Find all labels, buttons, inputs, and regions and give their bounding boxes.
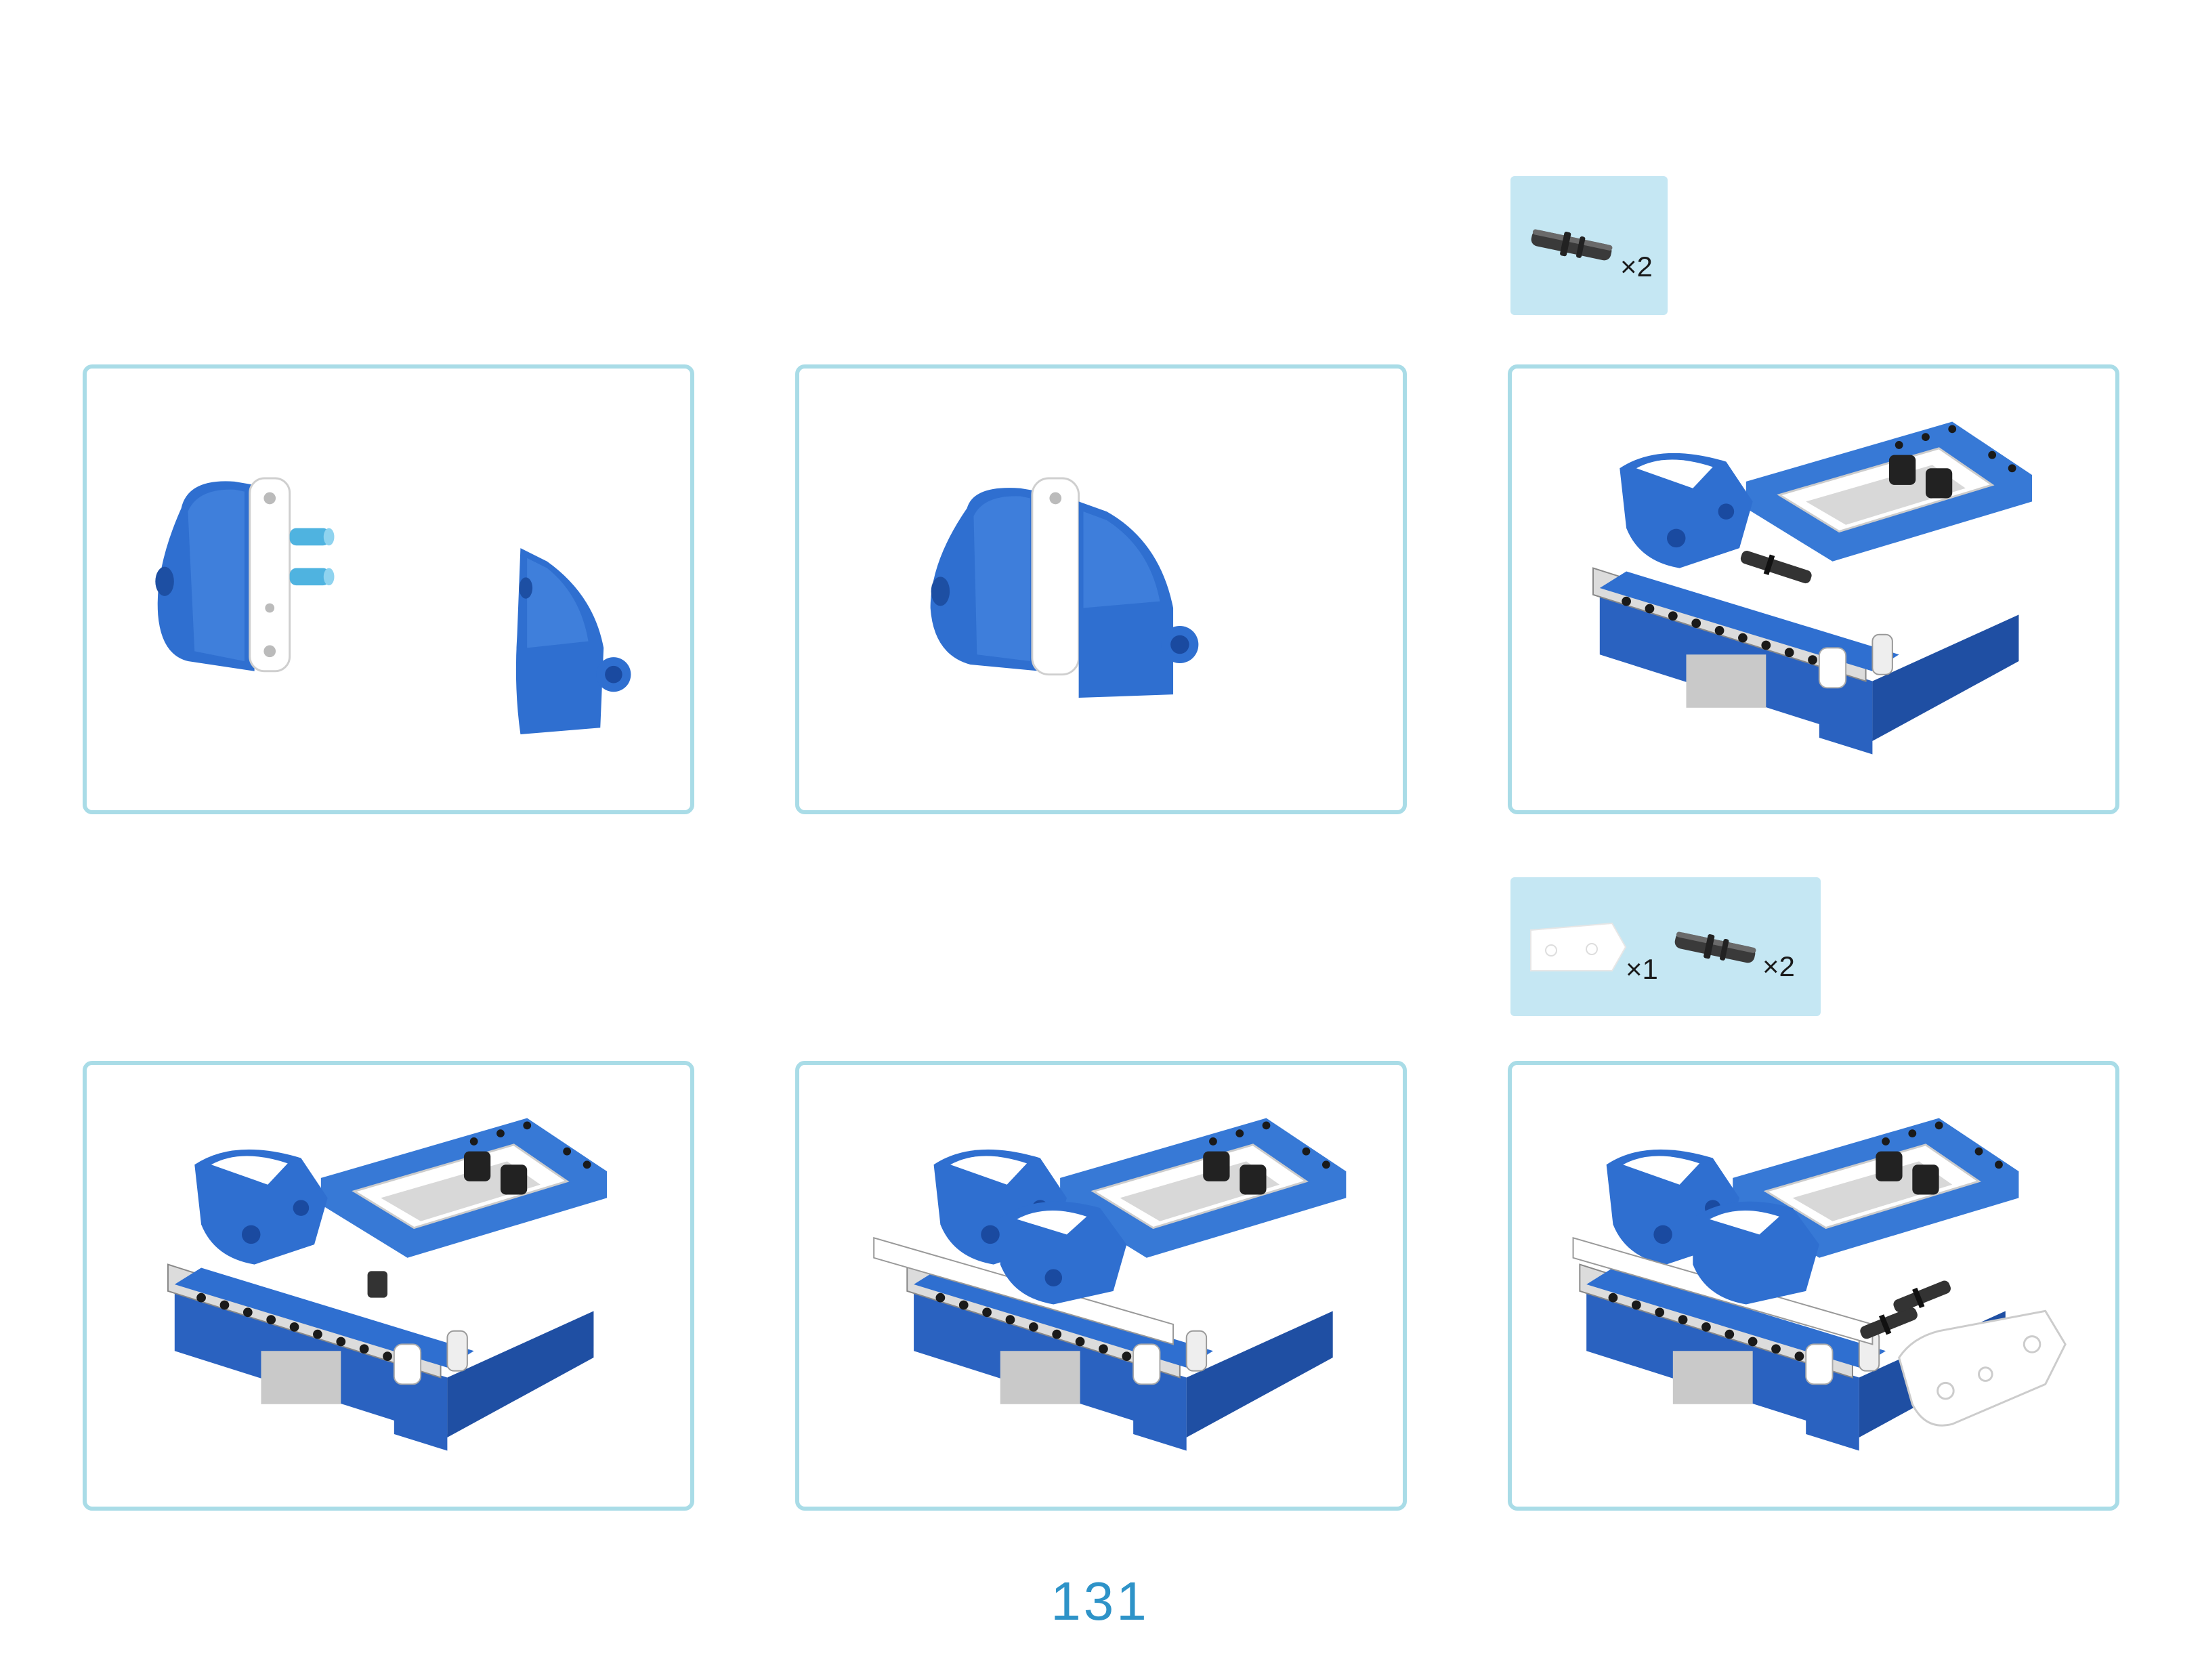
parts-box-1: ×2 [1510, 176, 1668, 315]
blue-panel-with-pins-illustration [155, 477, 631, 735]
parts-box-2: ×1 ×2 [1510, 877, 1821, 1016]
black-axle-pin-icon [1674, 931, 1756, 963]
step-panel-6 [1508, 1061, 2119, 1511]
part-quantity: ×2 [1762, 950, 1795, 982]
step-panel-5 [795, 1061, 1407, 1511]
joined-blue-panels-illustration [930, 477, 1199, 698]
step-panel-2 [795, 364, 1407, 814]
frame-assembly-with-plate-and-pins-illustration [1572, 1117, 2067, 1452]
step-panel-3 [1508, 364, 2119, 814]
frame-assembly-with-axle-pin-illustration [1592, 421, 2033, 755]
part-quantity: ×1 [1626, 953, 1658, 985]
part-quantity: ×2 [1620, 251, 1653, 282]
step-panel-4 [83, 1061, 694, 1511]
frame-assembly-illustration [167, 1117, 608, 1452]
frame-assembly-with-second-arm-illustration [873, 1117, 1347, 1452]
step-panel-1 [83, 364, 694, 814]
white-liftarm-plate-icon [1530, 922, 1627, 971]
page-number: 131 [1051, 1571, 1149, 1631]
black-axle-pin-icon [1531, 229, 1613, 261]
